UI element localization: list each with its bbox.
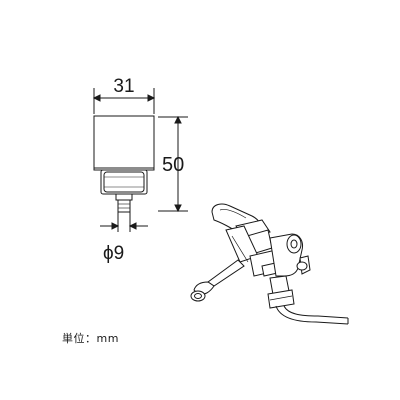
diameter-value: ϕ9 (103, 243, 124, 264)
unit-label: 単位：mm (62, 332, 119, 345)
height-value: 50 (162, 154, 184, 176)
diameter-dimension (100, 212, 148, 232)
adapter-part (93, 115, 155, 213)
width-dimension (92, 88, 156, 114)
faucet-illustration (190, 203, 349, 325)
width-value: 31 (113, 76, 134, 97)
height-dimension (158, 115, 188, 213)
